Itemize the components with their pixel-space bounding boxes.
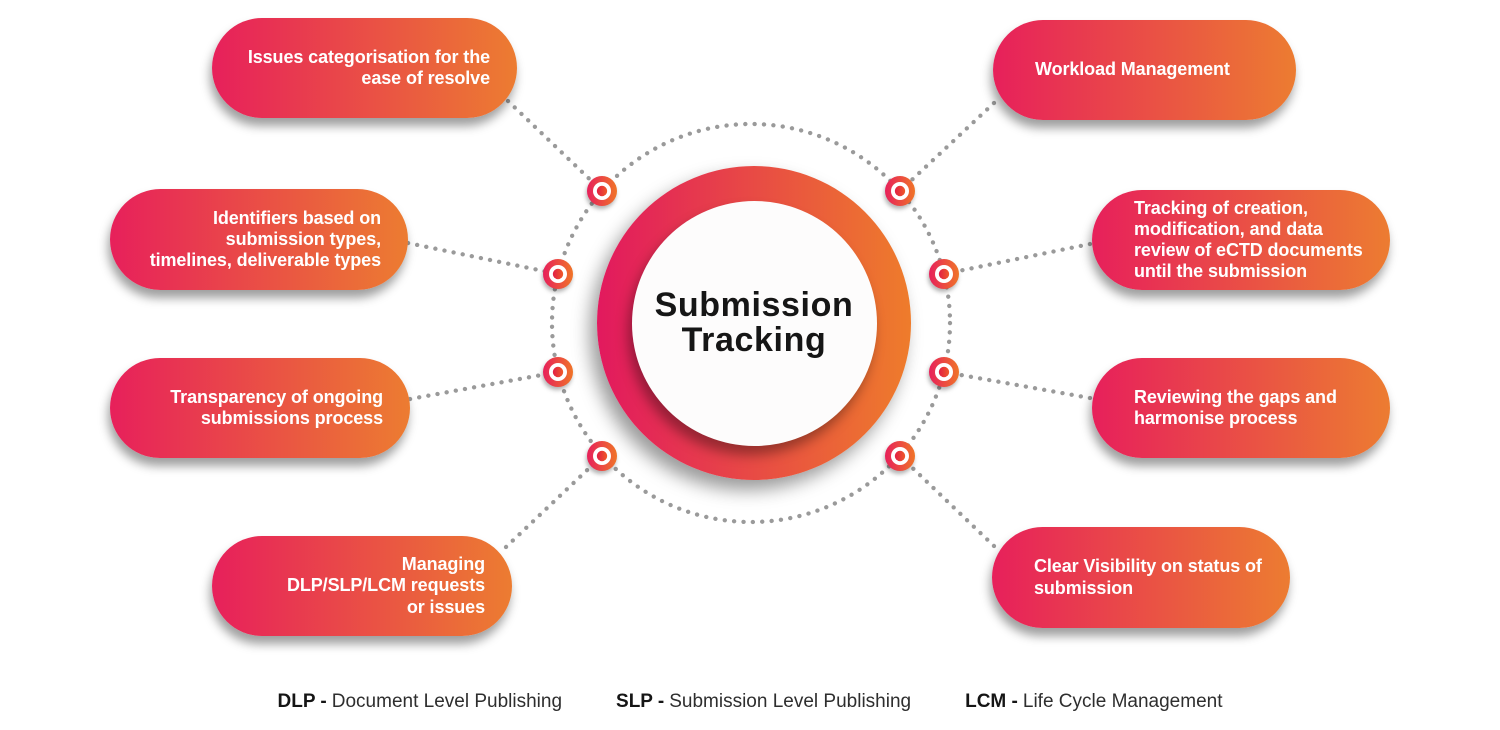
- pill-reviewing-gaps: Reviewing the gaps and harmonise process: [1092, 358, 1390, 458]
- pill-label: Managing DLP/SLP/LCM requests or issues: [286, 554, 485, 617]
- pill-label: Identifiers based on submission types, t…: [149, 207, 381, 271]
- connector-line-mid-lower-right: [941, 369, 1093, 401]
- center-gradient-ring: Submission Tracking: [597, 166, 911, 480]
- legend-item-slp: SLP -Submission Level Publishing: [616, 691, 911, 713]
- bullseye-dot: [938, 268, 950, 280]
- pill-workload-management: Workload Management: [993, 20, 1296, 120]
- page-title-line1: Submission: [654, 285, 854, 324]
- bullseye-icon: [587, 176, 617, 206]
- pill-label: Clear Visibility on status of submission: [1034, 556, 1262, 598]
- pill-issues-categorisation: Issues categorisation for the ease of re…: [212, 18, 517, 118]
- legend-abbr: SLP -: [616, 691, 665, 712]
- bullseye-dot: [938, 366, 950, 378]
- bullseye-icon: [543, 357, 573, 387]
- connector-line-mid-lower-left: [407, 369, 561, 402]
- legend-abbr: DLP -: [277, 691, 327, 712]
- page-title-line2: Tracking: [681, 321, 827, 359]
- bullseye-dot: [552, 366, 564, 378]
- bullseye-icon: [885, 441, 915, 471]
- center-circle: Submission Tracking: [631, 200, 877, 446]
- page-title: Submission Tracking: [654, 285, 854, 359]
- legend-item-lcm: LCM -Life Cycle Management: [965, 691, 1222, 713]
- bullseye-dot: [552, 268, 564, 280]
- bullseye-dot: [596, 450, 608, 462]
- pill-identifiers: Identifiers based on submission types, t…: [110, 189, 408, 290]
- bullseye-icon: [929, 357, 959, 387]
- bullseye-icon: [929, 259, 959, 289]
- legend-label: Life Cycle Management: [1022, 691, 1223, 712]
- pill-clear-visibility: Clear Visibility on status of submission: [992, 527, 1290, 628]
- connector-line-mid-upper-right: [941, 241, 1093, 277]
- connector-line-bottom-left: [503, 453, 605, 550]
- pill-transparency: Transparency of ongoing submissions proc…: [110, 358, 410, 458]
- legend-label: Submission Level Publishing: [669, 691, 912, 712]
- bullseye-dot: [596, 185, 608, 197]
- bullseye-icon: [885, 176, 915, 206]
- pill-label: Workload Management: [1035, 59, 1230, 80]
- pill-managing-requests: Managing DLP/SLP/LCM requests or issues: [212, 536, 512, 636]
- pill-label: Issues categorisation for the ease of re…: [247, 46, 490, 88]
- bullseye-icon: [587, 441, 617, 471]
- connector-line-top-left: [505, 98, 605, 194]
- legend-abbr: LCM -: [965, 691, 1018, 712]
- bullseye-icon: [543, 259, 573, 289]
- connector-line-bottom-right: [897, 453, 997, 549]
- bullseye-dot: [894, 185, 906, 197]
- connector-line-top-right: [897, 100, 997, 194]
- bullseye-dot: [894, 450, 906, 462]
- dotted-orbit-circle: [549, 121, 953, 525]
- legend-label: Document Level Publishing: [331, 691, 563, 712]
- connector-line-mid-upper-left: [405, 240, 561, 277]
- legend: DLP -Document Level Publishing SLP -Subm…: [0, 691, 1500, 713]
- legend-item-dlp: DLP -Document Level Publishing: [278, 691, 563, 713]
- pill-label: Reviewing the gaps and harmonise process: [1134, 386, 1337, 428]
- pill-label: Tracking of creation, modification, and …: [1134, 197, 1363, 282]
- pill-label: Transparency of ongoing submissions proc…: [170, 386, 383, 428]
- pill-tracking-ectd: Tracking of creation, modification, and …: [1092, 190, 1390, 290]
